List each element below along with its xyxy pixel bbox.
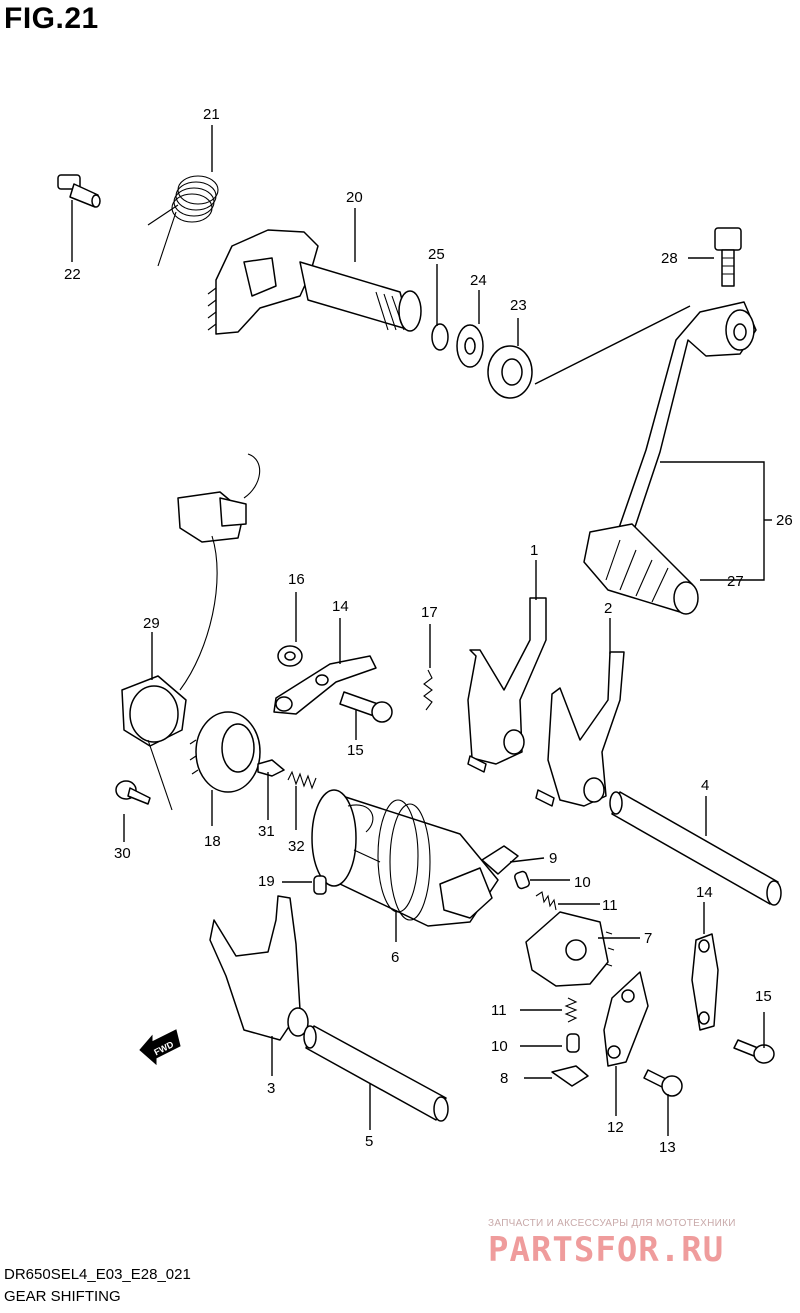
part-4-shift-fork-shaft: [609, 791, 782, 906]
part-5-shift-fork-shaft: [303, 1025, 449, 1122]
callout-12: 12: [607, 1119, 624, 1136]
callout-13: 13: [659, 1139, 676, 1156]
leader-lines: [71, 125, 772, 1136]
part-11-spring-lower: [564, 997, 578, 1023]
part-9-pawl: [481, 845, 519, 875]
part-32-screw: [115, 780, 151, 805]
watermark-tagline: ЗАПЧАСТИ И АКСЕССУАРЫ ДЛЯ МОТОТЕХНИКИ: [488, 1218, 736, 1229]
callout-8: 8: [500, 1070, 508, 1087]
part-1-shift-fork: [467, 597, 547, 773]
callout-4: 4: [701, 777, 709, 794]
callout-15: 15: [755, 988, 772, 1005]
callout-14: 14: [696, 884, 713, 901]
callout-2: 2: [604, 600, 612, 617]
callout-24: 22: [64, 266, 81, 283]
callout-11-upper: 11: [602, 897, 618, 914]
callout-9: 9: [549, 850, 557, 867]
part-12-pawl-lifter: [603, 971, 649, 1067]
callout-19: 17: [421, 604, 438, 621]
callout-5: 5: [365, 1133, 373, 1150]
part-27-circlip: [431, 323, 449, 351]
callout-3: 3: [267, 1080, 275, 1097]
callout-22: 20: [346, 189, 363, 206]
fwd-arrow-icon: FWD: [139, 1029, 181, 1066]
part-22-gearshift-shaft: [207, 229, 422, 335]
part-3-shift-fork: [209, 895, 309, 1041]
part-13-screw: [643, 1069, 683, 1097]
part-28-gearshift-lever: [611, 301, 757, 549]
part-17-bolt: [339, 691, 393, 723]
part-11-spring-upper: [535, 891, 557, 911]
callout-34: 32: [288, 838, 305, 855]
callout-29: 27: [727, 573, 744, 590]
part-10-pin-lower: [566, 1033, 580, 1053]
part-7-cam-driven-gear: [525, 911, 615, 987]
part-31-gear-position-switch: [121, 453, 261, 811]
callout-18: 16: [288, 571, 305, 588]
part-23-spring: [147, 175, 219, 267]
callout-30: 28: [661, 250, 678, 267]
callout-11-lower: 11: [491, 1002, 507, 1019]
part-2-shift-fork: [535, 651, 625, 807]
part-18-washer: [277, 645, 303, 667]
callout-23: 21: [203, 106, 220, 123]
callout-20: 18: [204, 833, 221, 850]
callout-21: 19: [258, 873, 275, 890]
part-16-cam-stopper: [273, 655, 377, 715]
callout-7: 7: [644, 930, 652, 947]
watermark-logo: PARTSFOR.RU: [488, 1230, 725, 1270]
part-21-pin: [313, 875, 327, 895]
callout-33: 31: [258, 823, 275, 840]
part-26-washer: [456, 324, 484, 368]
diagram-code: DR650SEL4_E03_E28_021: [4, 1266, 191, 1283]
callout-1: 1: [530, 542, 538, 559]
part-19-spring: [423, 669, 433, 711]
part-33-pin: [257, 759, 285, 777]
part-30-bolt: [714, 227, 742, 287]
figure-title: FIG.21: [4, 2, 99, 35]
callout-10-lower: 10: [491, 1038, 508, 1055]
callout-25: 23: [510, 297, 527, 314]
callout-28: 26: [776, 512, 793, 529]
part-25-oil-seal: [487, 345, 533, 399]
part-34-spring: [287, 770, 317, 790]
callout-numbers: 21 22 20 25 24 23 28 26 27 29 16 14 17 1…: [64, 106, 793, 1156]
callout-6: 6: [391, 949, 399, 966]
callout-10-upper: 10: [574, 874, 591, 891]
part-10-pin-upper: [514, 870, 530, 890]
callout-17: 15: [347, 742, 364, 759]
callout-16: 14: [332, 598, 349, 615]
part-6-shift-drum: [311, 789, 499, 927]
part-8-pawl: [551, 1065, 589, 1087]
callout-31: 29: [143, 615, 160, 632]
callout-26: 24: [470, 272, 487, 289]
callout-32: 30: [114, 845, 131, 862]
diagram-caption: GEAR SHIFTING: [4, 1288, 121, 1305]
callout-27: 25: [428, 246, 445, 263]
part-20-gearshift-cam: [189, 711, 261, 793]
part-15-screw: [733, 1039, 775, 1064]
part-14-guide-plate: [691, 933, 719, 1031]
part-29-lever-rubber: [583, 523, 699, 615]
part-24-bolt: [57, 174, 101, 208]
